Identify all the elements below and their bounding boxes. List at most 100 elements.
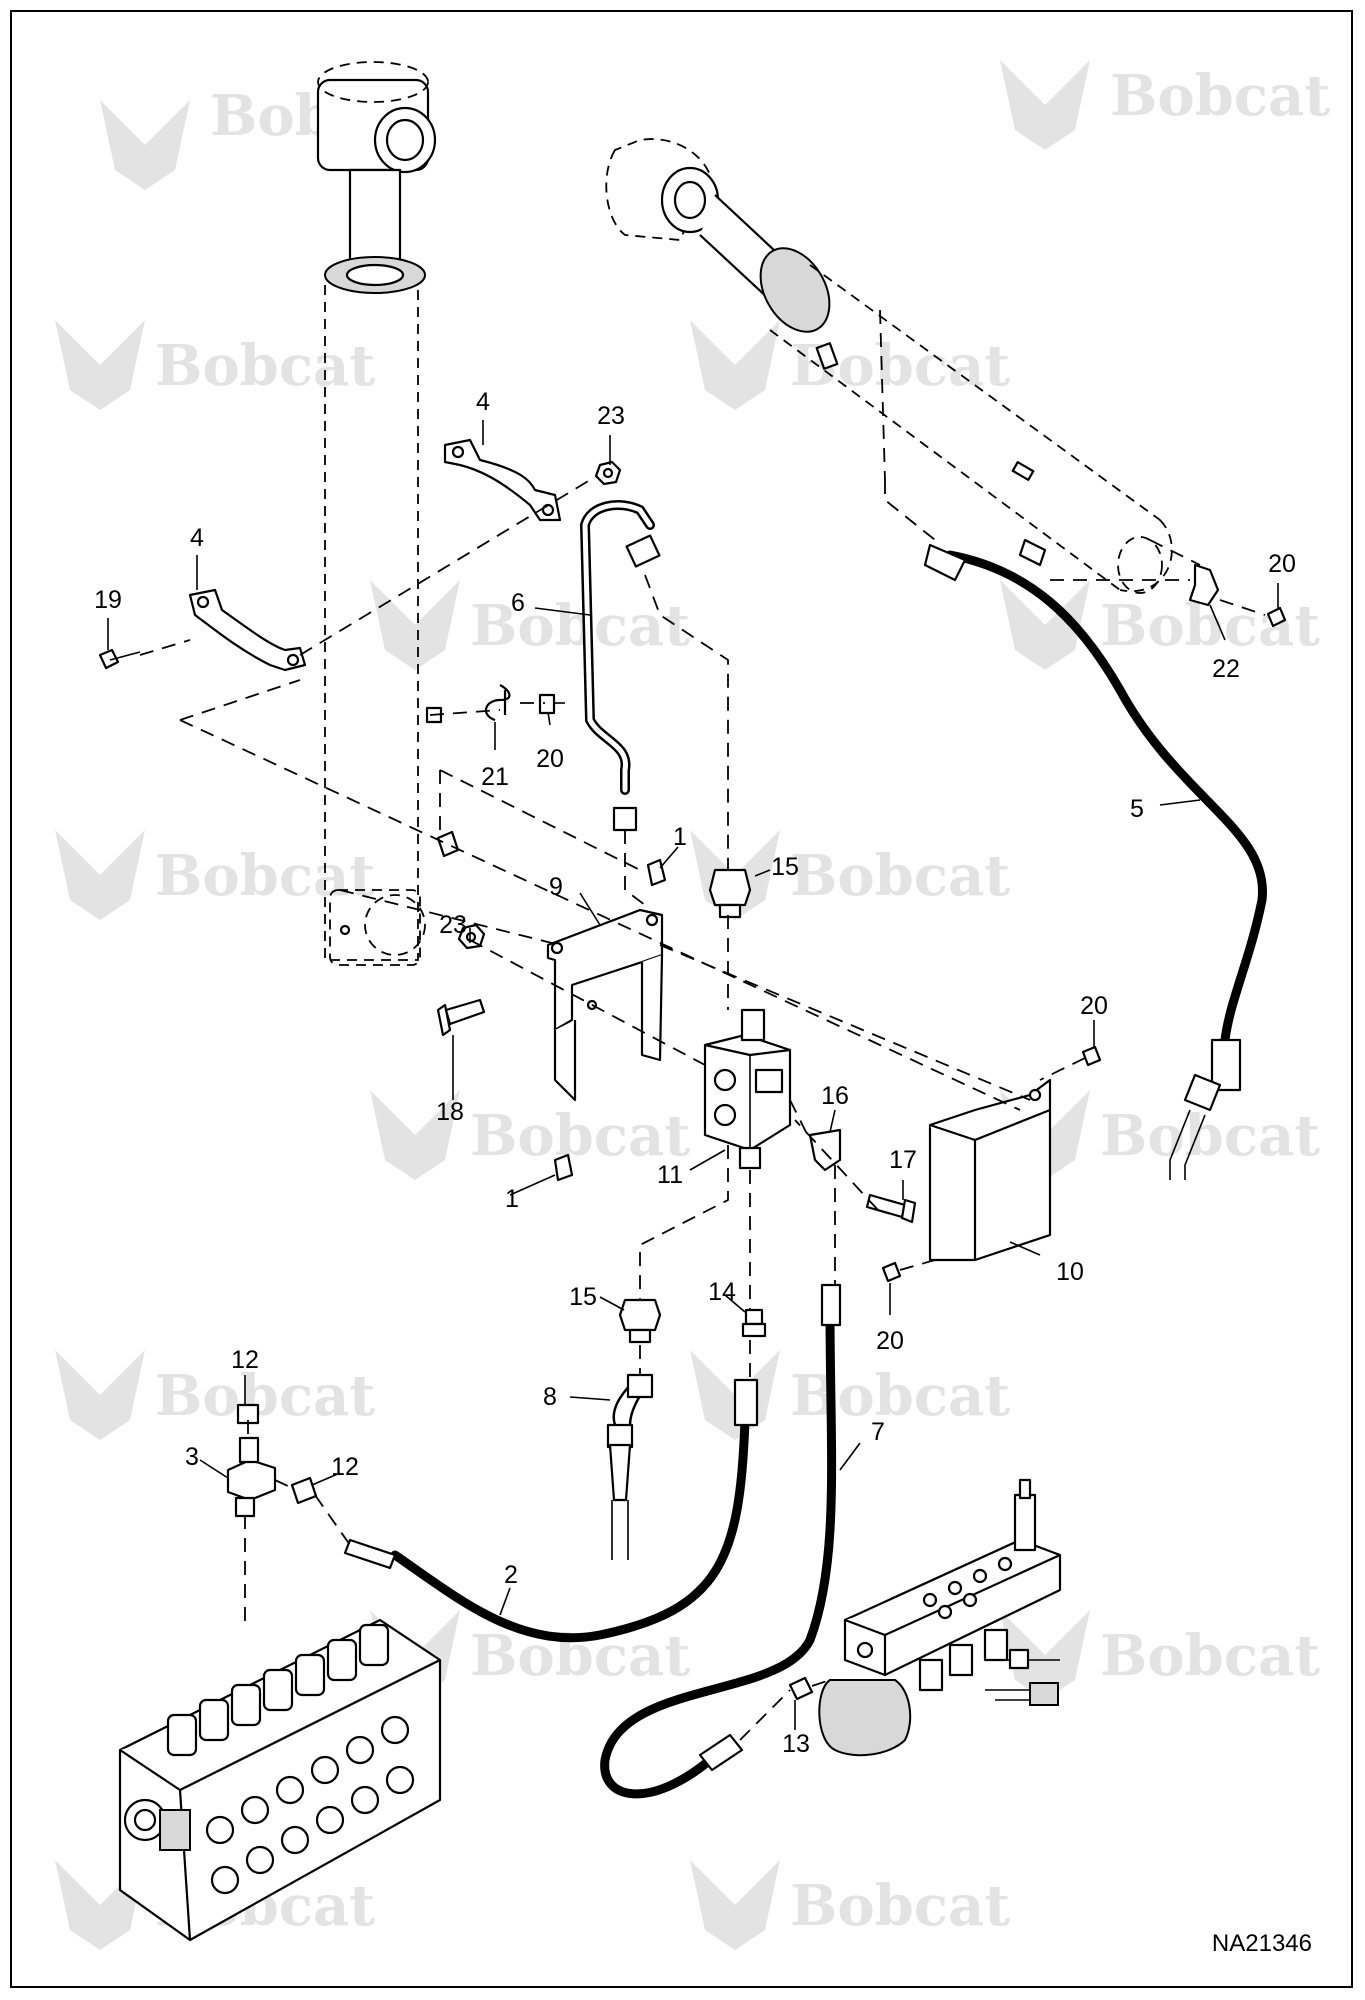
callout-8: 8 bbox=[543, 1383, 557, 1411]
valve-11-top-cartridge bbox=[740, 1008, 766, 1042]
connector-1-upper bbox=[646, 858, 667, 887]
right-cylinder-barrel bbox=[769, 264, 1173, 593]
callout-23-upper: 23 bbox=[597, 402, 625, 430]
hose-2-upper-fitting bbox=[733, 1378, 759, 1427]
left-cylinder-eye-top bbox=[317, 61, 429, 103]
callout-4-upper: 4 bbox=[476, 388, 490, 416]
tube-8 bbox=[606, 1373, 654, 1560]
hose-5-swivel-nut bbox=[1183, 1073, 1222, 1112]
bolt-19 bbox=[98, 648, 141, 670]
hose-2-lower-fitting bbox=[343, 1538, 397, 1570]
svg-text:Bobcat: Bobcat bbox=[1110, 63, 1330, 129]
watermark: Bobcat bbox=[690, 1860, 1010, 1950]
callout-20-right: 20 bbox=[1268, 550, 1296, 578]
pilot-manifold bbox=[818, 1478, 1062, 1757]
right-cylinder-bleed-fitting bbox=[1011, 461, 1035, 481]
svg-text:Bobcat: Bobcat bbox=[790, 1873, 1010, 1939]
accumulator bbox=[818, 1679, 912, 1757]
callout-20-cover: 20 bbox=[1080, 992, 1108, 1020]
pilot-manifold-ports bbox=[922, 1556, 1013, 1620]
watermark: Bobcat bbox=[1000, 580, 1320, 670]
hose-7 bbox=[600, 1305, 837, 1799]
tube-6-lower-nut bbox=[612, 806, 638, 832]
callout-15-upper: 15 bbox=[771, 853, 799, 881]
control-valve-label-plate bbox=[159, 1809, 191, 1851]
pilot-manifold-cartridge-2 bbox=[948, 1643, 974, 1677]
bolt-18 bbox=[436, 998, 486, 1037]
callout-2: 2 bbox=[504, 1561, 518, 1589]
hose-2 bbox=[390, 1415, 750, 1643]
left-cylinder-base-bore bbox=[364, 894, 426, 956]
svg-text:Bobcat: Bobcat bbox=[470, 1103, 690, 1169]
left-cylinder bbox=[316, 61, 437, 966]
bolt-20-right bbox=[1266, 606, 1287, 628]
callout-6: 6 bbox=[511, 589, 525, 617]
spring-21 bbox=[484, 684, 511, 722]
watermark: Bobcat bbox=[370, 580, 690, 670]
watermark: Bobcat bbox=[55, 830, 375, 920]
right-cylinder bbox=[605, 138, 1173, 594]
valve-11-side-port bbox=[754, 1068, 784, 1094]
callout-13: 13 bbox=[782, 1730, 810, 1758]
control-valve-ports bbox=[123, 1715, 415, 1895]
valve-11-bottom-port bbox=[738, 1146, 762, 1170]
svg-text:Bobcat: Bobcat bbox=[1100, 593, 1320, 659]
svg-text:Bobcat: Bobcat bbox=[470, 593, 690, 659]
nut-23-upper bbox=[594, 460, 622, 486]
bolt-20-cover-top bbox=[1081, 1045, 1102, 1067]
fitting-cylinder-base-port bbox=[436, 830, 460, 858]
leader-lines bbox=[107, 420, 1279, 1730]
callout-12-upper: 12 bbox=[231, 1346, 259, 1374]
fitting-14 bbox=[741, 1308, 767, 1338]
left-cylinder-eye-hole bbox=[385, 118, 425, 162]
connector-1-lower bbox=[553, 1153, 574, 1182]
bolt-17 bbox=[865, 1193, 917, 1224]
callout-7: 7 bbox=[871, 1418, 885, 1446]
svg-text:Bobcat: Bobcat bbox=[1100, 1623, 1320, 1689]
watermark: Bobcat bbox=[690, 320, 1010, 410]
svg-text:Bobcat: Bobcat bbox=[790, 1363, 1010, 1429]
hose-5-stub bbox=[1169, 1109, 1206, 1180]
callout-17: 17 bbox=[889, 1146, 917, 1174]
callout-20-bottom: 20 bbox=[876, 1327, 904, 1355]
callout-22: 22 bbox=[1212, 655, 1240, 683]
valve-11 bbox=[703, 1008, 792, 1170]
right-cylinder-base-bore bbox=[1117, 536, 1163, 594]
pilot-manifold-cartridge-3 bbox=[983, 1628, 1009, 1662]
right-cylinder-eye-hole bbox=[673, 180, 707, 220]
callout-18: 18 bbox=[436, 1098, 464, 1126]
tube-6-upper-nut bbox=[625, 534, 661, 568]
callout-3: 3 bbox=[185, 1443, 199, 1471]
callout-19: 19 bbox=[94, 586, 122, 614]
right-cylinder-port-fitting bbox=[815, 342, 839, 370]
left-cylinder-barrel bbox=[324, 285, 419, 961]
svg-text:Bobcat: Bobcat bbox=[155, 333, 375, 399]
left-cylinder-base-eye bbox=[329, 889, 421, 966]
drawing-code: NA21346 bbox=[1212, 1930, 1312, 1957]
callout-9: 9 bbox=[549, 873, 563, 901]
right-cylinder-eye bbox=[605, 138, 711, 241]
adapter-15-lower bbox=[618, 1298, 662, 1344]
plug-12-lower bbox=[290, 1476, 318, 1505]
hose-5-upper-fitting bbox=[923, 543, 967, 582]
callout-14: 14 bbox=[708, 1278, 736, 1306]
left-cylinder-pin-hole bbox=[339, 924, 351, 936]
callout-15-lower: 15 bbox=[569, 1283, 597, 1311]
watermark: Bobcat bbox=[55, 320, 375, 410]
callout-1-lower: 1 bbox=[505, 1185, 519, 1213]
adapter-15-upper bbox=[708, 868, 752, 919]
callout-4-lower: 4 bbox=[190, 524, 204, 552]
svg-text:Bobcat: Bobcat bbox=[155, 843, 375, 909]
lower-clamp bbox=[188, 588, 307, 672]
tee-3 bbox=[226, 1436, 277, 1518]
callout-20-left: 20 bbox=[536, 745, 564, 773]
callout-12-lower: 12 bbox=[331, 1453, 359, 1481]
elbow-16 bbox=[808, 1128, 842, 1172]
right-cylinder-gland bbox=[759, 247, 831, 333]
pilot-manifold-solenoid bbox=[1013, 1493, 1037, 1552]
assembly-lines bbox=[139, 309, 1266, 1741]
watermark: Bobcat bbox=[1000, 60, 1330, 150]
watermark-layer: Bobcat Bobcat Bobcat Bobcat Bobcat Bobca… bbox=[55, 60, 1330, 1950]
pilot-manifold-cartridge-1 bbox=[918, 1658, 944, 1692]
